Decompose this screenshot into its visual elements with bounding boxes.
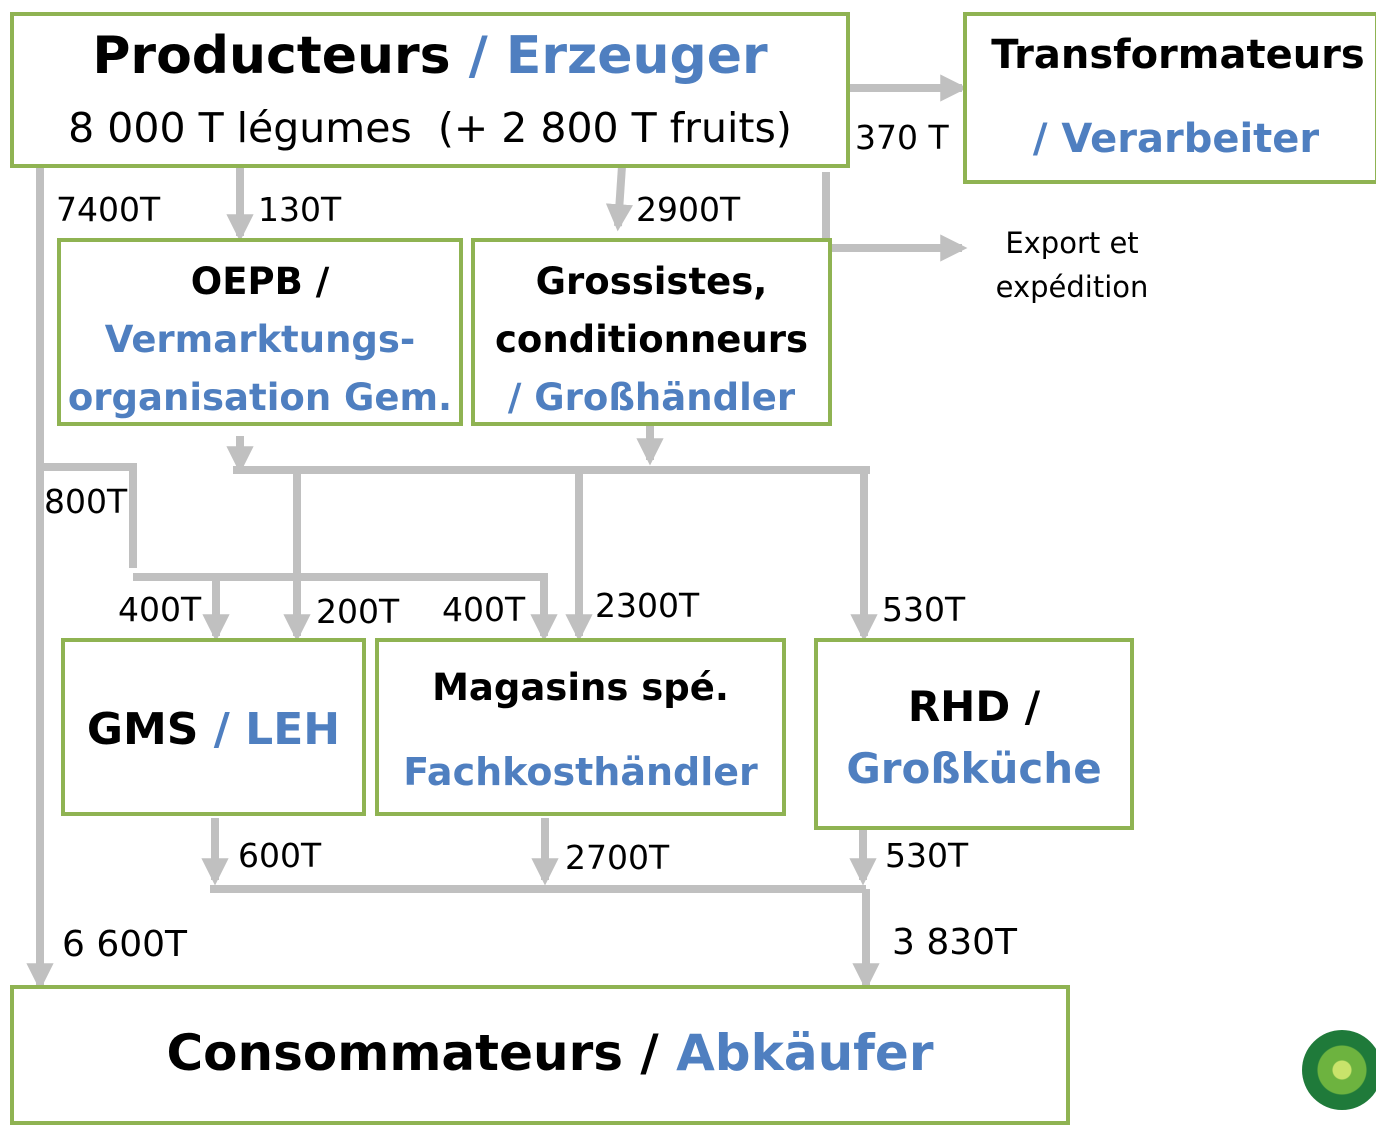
flow-label-600t: 600T	[238, 836, 322, 875]
flow-label-6600t: 6 600T	[62, 924, 188, 965]
gms-title: GMS / LEH	[61, 704, 366, 755]
line-800t-branch	[40, 463, 137, 568]
node-transformateurs	[963, 12, 1376, 184]
flow-label-3830t: 3 830T	[892, 922, 1018, 963]
flow-label-to-transformateurs: 370 T	[855, 118, 949, 157]
node-rhd	[814, 638, 1134, 830]
consommateurs-title: Consommateurs / Abkäufer	[10, 1024, 1090, 1082]
logo-icon	[1302, 1030, 1376, 1110]
flow-label-530t-out: 530T	[885, 836, 969, 875]
export-line1: Export et	[1005, 226, 1139, 260]
flow-label-800t: 800T	[44, 482, 128, 521]
node-gms	[61, 638, 366, 816]
flow-label-2700t: 2700T	[565, 838, 670, 877]
transformateurs-title-fr: Transformateurs	[991, 32, 1365, 78]
gms-title-fr: GMS	[86, 704, 199, 755]
producteurs-title-de: / Erzeuger	[468, 26, 768, 86]
flow-label-to-grossistes: 2900T	[636, 190, 741, 229]
magasins-title-fr: Magasins spé.	[432, 666, 729, 709]
oepb-title-de-2: organisation Gem.	[67, 376, 453, 419]
flow-label-530t-in: 530T	[882, 590, 966, 629]
oepb-title-fr: OEPB /	[190, 260, 330, 303]
consommateurs-title-fr: Consommateurs /	[166, 1024, 659, 1082]
arrow-to-export	[822, 172, 968, 262]
node-oepb	[57, 238, 463, 426]
grossistes-title-fr-1: Grossistes,	[535, 260, 768, 303]
flow-label-to-oepb: 130T	[258, 190, 342, 229]
flow-label-2300t: 2300T	[595, 586, 700, 625]
node-grossistes	[471, 238, 832, 426]
flow-label-400t-gms: 400T	[118, 590, 202, 629]
producteurs-subtitle: 8 000 T légumes (+ 2 800 T fruits)	[68, 104, 792, 152]
producteurs-title: Producteurs / Erzeuger	[10, 26, 850, 86]
producteurs-title-fr: Producteurs	[92, 26, 451, 86]
transformateurs-title-de: / Verarbeiter	[1032, 116, 1320, 162]
node-magasins	[375, 638, 786, 816]
gms-title-de: / LEH	[213, 704, 341, 755]
node-consommateurs	[10, 985, 1070, 1125]
grossistes-title-de: / Großhändler	[507, 376, 796, 419]
flow-label-200t: 200T	[316, 592, 400, 631]
grossistes-title-fr-2: conditionneurs	[494, 318, 809, 361]
arrow-to-grossistes	[605, 165, 634, 232]
flow-label-direct-total: 7400T	[56, 190, 161, 229]
rhd-title-de: Großküche	[846, 744, 1102, 793]
magasins-title-de: Fachkosthändler	[403, 750, 758, 794]
rhd-title-fr: RHD /	[907, 682, 1041, 731]
node-producteurs	[10, 12, 850, 168]
oepb-title-de-1: Vermarktungs-	[104, 318, 416, 361]
export-line2: expédition	[995, 270, 1149, 304]
flow-label-400t-magasins: 400T	[442, 590, 526, 629]
consommateurs-title-de: Abkäufer	[676, 1024, 934, 1082]
